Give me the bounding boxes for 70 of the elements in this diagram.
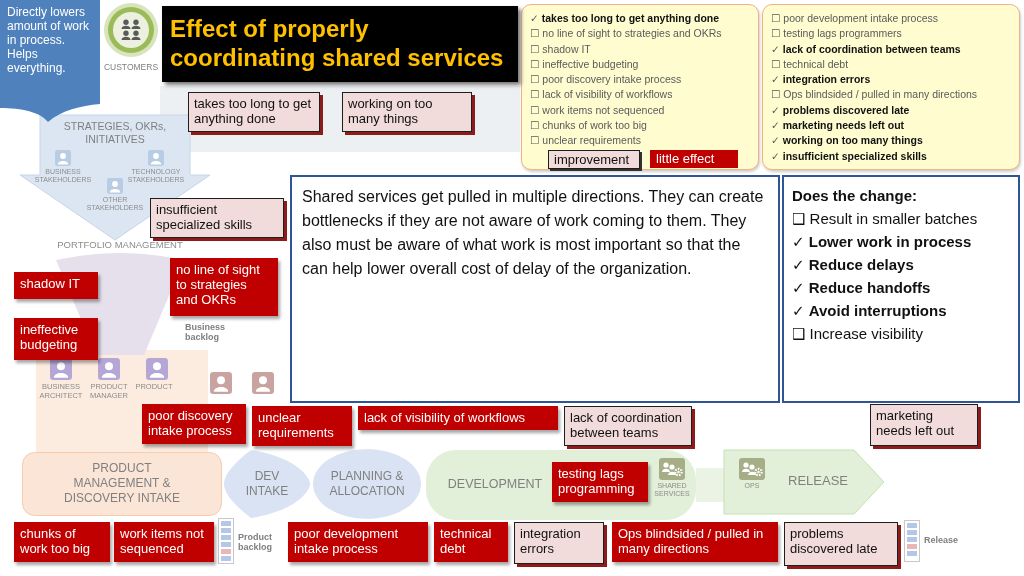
circle-label: CUSTOMERS	[103, 62, 159, 72]
checklist-item: ☐ unclear requirements	[530, 133, 641, 149]
sticky-note: ineffective budgeting	[14, 318, 98, 360]
backlog-label: Release	[924, 535, 960, 546]
checklist-item: ✓ working on too many things	[771, 133, 923, 149]
description-box: Shared services get pulled in multiple directions. They can create bottlenecks if they are not aware of work coming to them. They also must be aware of what work is most important so that the can help lower overall cost of delay of the organization.	[290, 175, 780, 403]
stage-label: PRODUCT MANAGEMENT & DISCOVERY INTAKE	[62, 461, 181, 506]
sticky-note: marketing needs left out	[870, 404, 978, 446]
checklist-item: ☐ no line of sight to strategies and OKRs	[530, 26, 722, 42]
checklist-item: ☐ Ops blindsided / pulled in many directions	[771, 87, 978, 103]
stage-label: PLANNING & ALLOCATION	[328, 469, 406, 499]
sticky-note: insufficient specialized skills	[150, 198, 284, 238]
sticky-note: chunks of work too big	[14, 522, 110, 562]
sticky-note: Ops blindsided / pulled in many directions	[612, 522, 778, 562]
checklist-item: ✓ Reduce handoffs	[792, 278, 931, 298]
stage-label: DEV INTAKE	[244, 469, 290, 499]
rounded-panel	[22, 452, 222, 516]
sticky-note: unclear requirements	[252, 406, 352, 446]
stage-label: DEVELOPMENT	[446, 477, 544, 492]
sticky-note: lack of coordination between teams	[564, 406, 692, 446]
arrow-label: STRATEGIES, OKRs, INITIATIVES	[62, 120, 168, 146]
sticky-note: problems discovered late	[784, 522, 898, 566]
backlog-label: Business backlog	[185, 322, 227, 343]
checklist-item: ✓ Avoid interruptions	[792, 301, 947, 321]
checklist-panel	[521, 4, 759, 170]
checklist-item: ✓ Reduce delays	[792, 255, 914, 275]
sticky-note: no line of sight to strategies and OKRs	[170, 258, 278, 316]
checklist-item: ✓ integration errors	[771, 72, 871, 88]
sticky-note: work items not sequenced	[114, 522, 214, 562]
checklist-panel	[762, 4, 1020, 170]
checklist-item: ✓ marketing needs left out	[771, 118, 905, 134]
lens-shape	[224, 450, 310, 518]
checklist-item: ✓ Lower work in process	[792, 232, 972, 252]
sticky-note: testing lags programming	[552, 462, 648, 502]
rounded-panel	[426, 450, 696, 520]
checklist-item: ❑ Increase visibility	[792, 324, 923, 344]
checklist-item: ☐ testing lags programmers	[771, 26, 902, 42]
legend-key: improvement	[548, 150, 640, 169]
sticky-note: lack of visibility of workflows	[358, 406, 558, 430]
criteria-box	[782, 175, 1020, 403]
circle-shape	[312, 448, 422, 520]
checklist-item: ☐ ineffective budgeting	[530, 56, 639, 72]
checklist-item: ☐ poor discovery intake process	[530, 72, 682, 88]
checklist-item: ☐ work items not sequenced	[530, 102, 665, 118]
chevron-shape	[724, 450, 884, 514]
legend-key: little effect	[650, 150, 738, 168]
checklist-item: ☐ chunks of work too big	[530, 118, 647, 134]
checklist-item: ☐ shadow IT	[530, 41, 591, 57]
checklist-item: ☐ poor development intake process	[771, 11, 938, 26]
checklist-item: ✓ insufficient specialized skills	[771, 148, 927, 164]
sticky-note: integration errors	[514, 522, 604, 564]
checklist-item: ✓ lack of coordination between teams	[771, 41, 961, 57]
sticky-note: shadow IT	[14, 272, 98, 299]
slide-title: Effect of properly coordinating shared services	[162, 6, 518, 82]
sticky-note: poor development intake process	[288, 522, 428, 562]
callout-box	[0, 0, 100, 122]
box-heading: Does the change:	[792, 186, 918, 206]
sticky-note: technical debt	[434, 522, 508, 562]
stage-label: RELEASE	[787, 473, 849, 489]
funnel-label: PORTFOLIO MANAGEMENT	[56, 239, 184, 250]
checklist-item: ☐ technical debt	[771, 56, 849, 72]
checklist-item: ☐ lack of visibility of workflows	[530, 87, 673, 103]
sticky-note: working on too many things	[342, 92, 472, 132]
checklist-item: ✓ problems discovered late	[771, 102, 910, 118]
sticky-note: takes too long to get anything done	[188, 92, 320, 132]
callout-text: Directly lowers amount of work in process. Helps everything.	[7, 5, 91, 75]
checklist-item: ❑ Result in smaller batches	[792, 209, 978, 229]
backlog-label: Product backlog	[238, 532, 273, 553]
sticky-note: poor discovery intake process	[142, 404, 246, 444]
checklist-item: ✓ takes too long to get anything done	[530, 11, 720, 26]
